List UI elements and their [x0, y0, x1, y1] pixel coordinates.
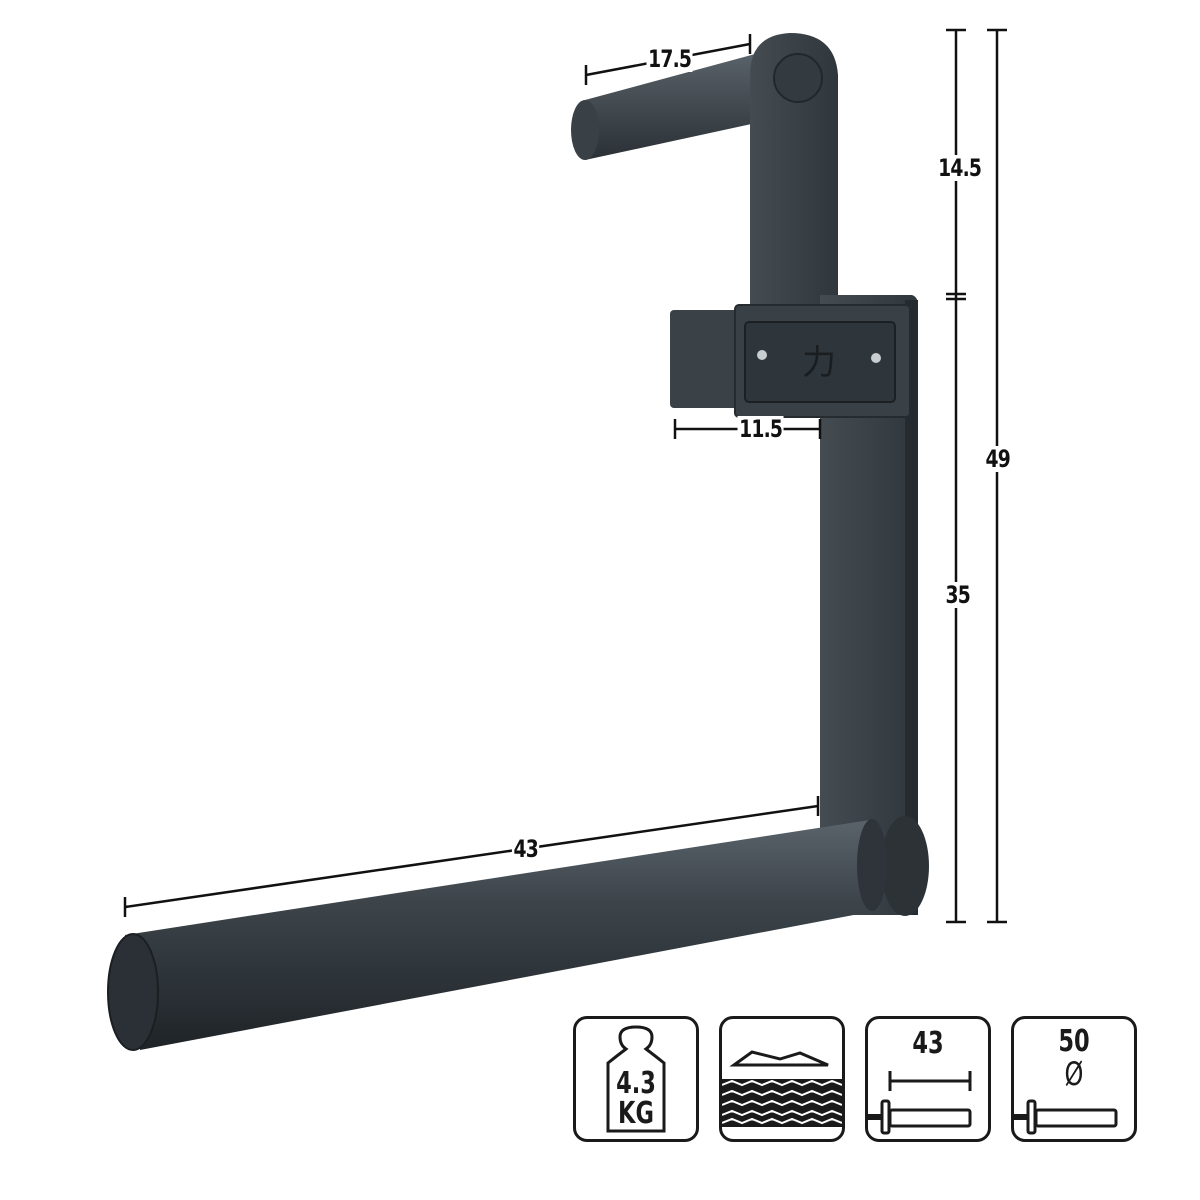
knurling-texture-icon — [722, 1050, 842, 1127]
brand-logo: 力 — [802, 343, 836, 383]
weight-badge: 4.3 KG — [573, 1016, 699, 1142]
weight-icon — [606, 1025, 666, 1133]
bar-diameter-icon — [1014, 1099, 1118, 1135]
top-handle — [571, 50, 770, 160]
dimension-lower-height: 35 — [943, 581, 972, 609]
diameter-value: 50 — [1058, 1024, 1090, 1059]
texture-badge — [719, 1016, 845, 1142]
weight-unit: KG — [618, 1096, 654, 1131]
dimension-total-height: 49 — [983, 445, 1012, 473]
length-value: 43 — [912, 1026, 944, 1061]
dimension-sleeve-depth: 11.5 — [737, 415, 784, 443]
sleeve-bracket — [670, 304, 911, 418]
dimension-handle-length: 17.5 — [646, 45, 693, 73]
bar-length-icon — [868, 1071, 972, 1135]
diameter-badge: 50 Ø — [1011, 1016, 1137, 1142]
diameter-symbol: Ø — [1064, 1055, 1084, 1093]
length-badge: 43 — [865, 1016, 991, 1142]
weight-value: 4.3 — [616, 1066, 656, 1101]
dimension-bar-length: 43 — [511, 835, 540, 863]
bottom-bar — [107, 816, 929, 1051]
dimension-upper-height: 14.5 — [936, 154, 983, 182]
upright-plate — [750, 33, 918, 915]
